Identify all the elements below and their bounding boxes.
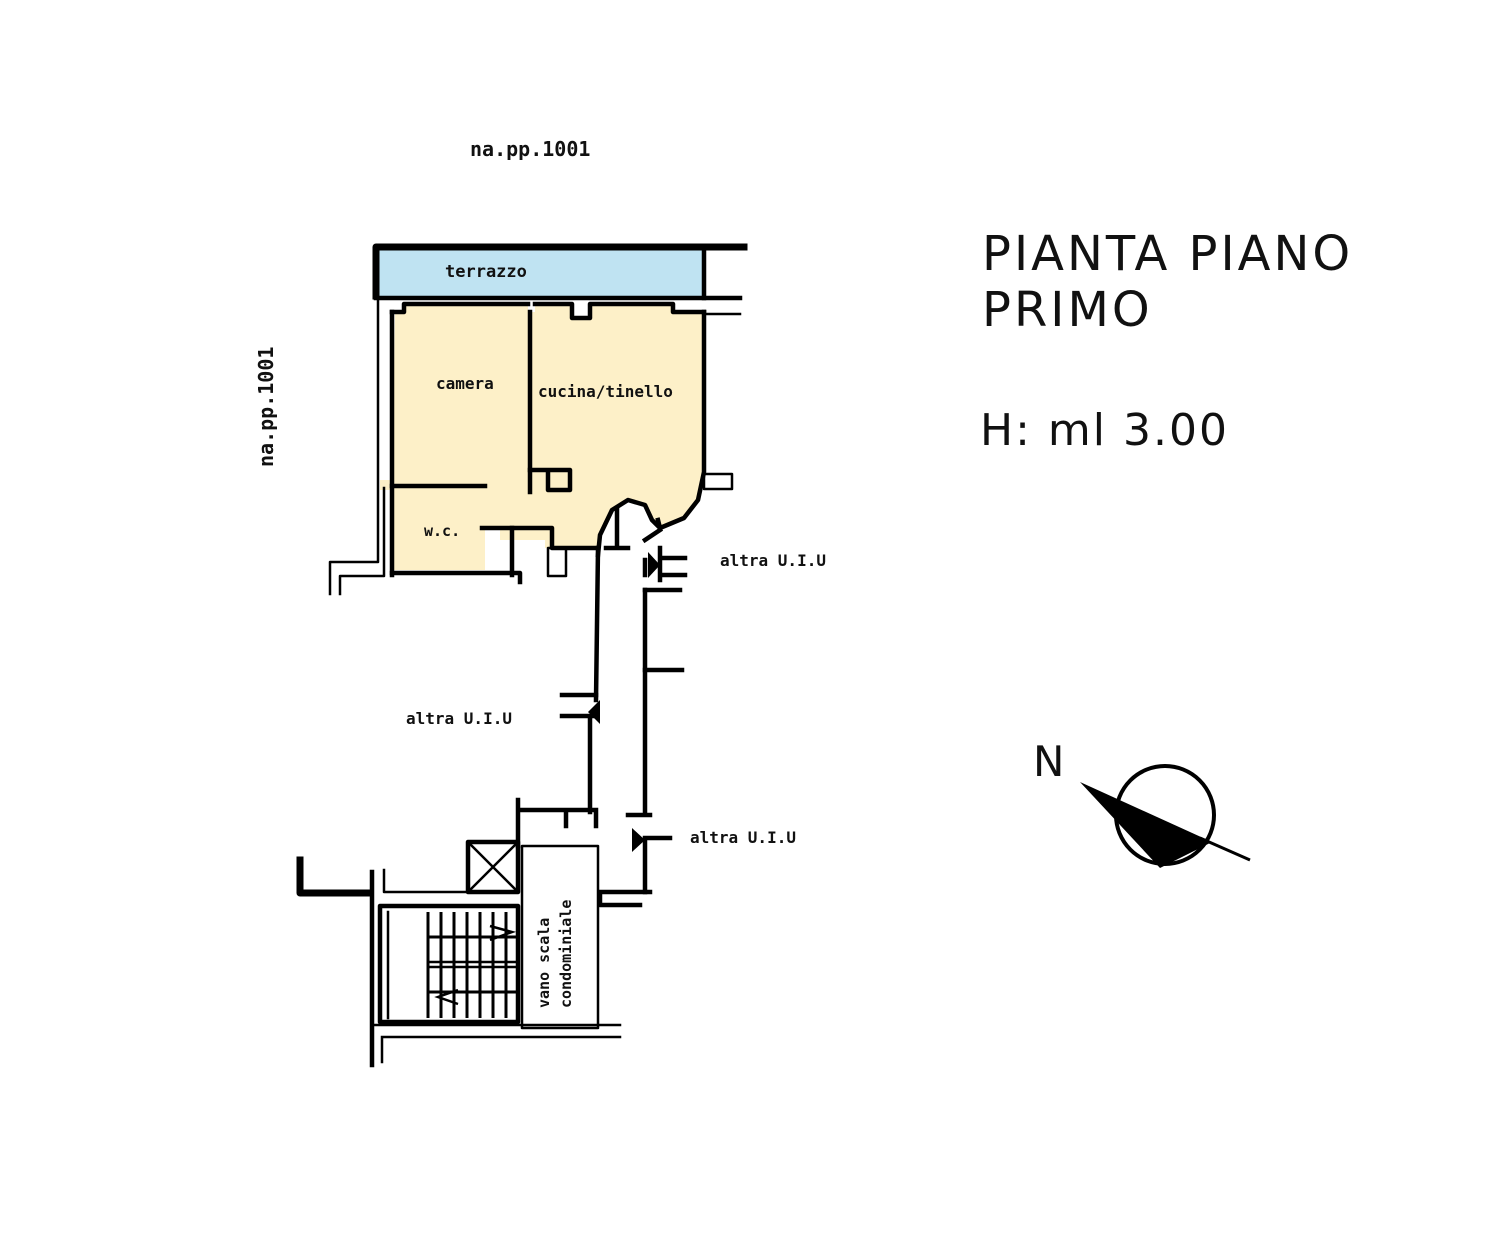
stair-bottom-wall [370,1023,622,1064]
pillar-right [702,472,734,491]
other-unit-label-2: altra U.I.U [406,709,512,728]
stair-steps [426,912,518,1018]
corridor-left-wall [587,545,601,815]
apartment-top-wall [389,301,707,321]
lift-cross [468,842,518,892]
sheet-title-line2: PRIMO [982,282,1153,338]
door-other-unit-3 [625,812,673,841]
top-parcel-label: na.pp.1001 [470,137,590,161]
stairwell-label-2: condominiale [557,900,575,1008]
stair-top-wall [382,868,468,894]
ceiling-height-label: H: ml 3.00 [980,405,1229,456]
stair-enclosure [377,903,521,1025]
outer-wall-left [296,856,374,897]
wc-right-wall [479,525,601,551]
stair-arrow-down [434,988,459,1006]
corridor-bottom-right [597,889,653,908]
camera-label: camera [436,374,494,393]
stair-arrow-up [489,924,517,942]
wc-label: w.c. [424,522,460,540]
entrance-curve [595,497,664,558]
corridor-right-top [641,526,683,593]
other-unit-label-1: altra U.I.U [720,551,826,570]
door-leaf-2 [588,700,600,724]
cucina-label: cucina/tinello [538,382,673,401]
partition-kitchen-stub [527,467,573,493]
door-leaf-3 [632,828,645,852]
left-parcel-label: na.pp.1001 [254,347,278,467]
stairwell-label-1: vano scala [535,918,553,1008]
north-label: N [1033,737,1065,786]
door-other-unit-2 [559,692,599,719]
wc-bottom-wall [389,570,523,585]
terrace-label: terrazzo [445,262,527,282]
terrace-outer-wall [372,243,748,300]
entrance-door-swing [603,507,631,551]
door-other-unit-1 [657,545,688,583]
apartment-left-outer2 [338,486,386,596]
pillar-corridor [546,546,568,578]
corridor-bottom [515,797,599,849]
apartment-left-outer [328,296,380,596]
lift-shaft [465,839,521,895]
north-arrow-icon [1080,764,1251,868]
other-unit-label-3: altra U.I.U [690,828,796,847]
terrace-area [379,250,704,296]
sheet-title-line1: PIANTA PIANO [982,226,1354,282]
stair-landing [426,960,520,969]
stairwell-hall [520,844,600,1030]
door-leaf-1 [648,552,660,578]
